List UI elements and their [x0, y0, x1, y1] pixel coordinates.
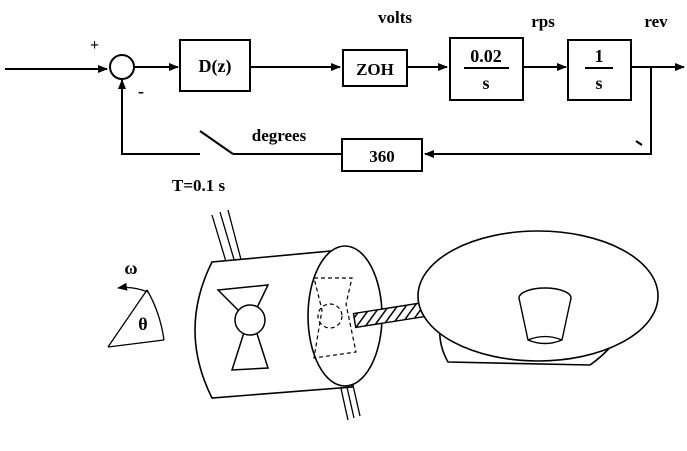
motor-rotor: [216, 277, 357, 371]
angle-ray-horizontal: [107, 339, 165, 348]
omega-arrow: [117, 282, 149, 293]
motor-body: [194, 245, 383, 399]
sample-period-label: T=0.1 s: [172, 176, 226, 195]
motor-gain-denominator: s: [482, 73, 489, 93]
integrator-numerator: 1: [595, 46, 604, 66]
zoh-label: ZOH: [356, 60, 394, 79]
controller-block: [179, 39, 251, 92]
hidden-rotor-outline: [313, 277, 357, 359]
rev-label: rev: [644, 12, 668, 31]
integrator-denominator: s: [595, 73, 602, 93]
feedback-gain-block: [341, 138, 423, 172]
feedback-gain-label: 360: [369, 147, 395, 166]
motor-gain-numerator: 0.02: [470, 46, 502, 66]
volts-label: volts: [378, 8, 412, 27]
motor-gain-block: [449, 37, 524, 101]
controller-label: D(z): [199, 56, 232, 77]
omega-symbol: ω: [124, 258, 137, 278]
feedback-line-right: [424, 67, 652, 158]
angle-indicator: ω θ: [107, 258, 165, 348]
block-diagram: + - D(z) ZOH 0.02 s 1 s 360 volts: [5, 8, 685, 195]
sum-plus-sign: +: [90, 37, 99, 54]
sampler-switch: [199, 130, 234, 155]
feedback-tick-mark: [635, 140, 643, 146]
rps-label: rps: [531, 12, 555, 31]
theta-symbol: θ: [138, 314, 147, 334]
zoh-block: [342, 49, 408, 87]
disk: [417, 230, 659, 366]
summing-junction: [109, 54, 135, 80]
angle-arc: [146, 289, 165, 341]
degrees-label: degrees: [252, 126, 307, 145]
feedback-line-left: [118, 79, 200, 155]
angle-ray-vertical: [107, 289, 148, 348]
sum-minus-sign: -: [138, 81, 144, 101]
motor-illustration: ω θ: [107, 209, 659, 421]
disk-hub-base: [527, 335, 563, 341]
integrator-block: [567, 39, 632, 101]
rotor-hub: [234, 304, 266, 336]
hidden-rotor-hub: [317, 303, 343, 329]
